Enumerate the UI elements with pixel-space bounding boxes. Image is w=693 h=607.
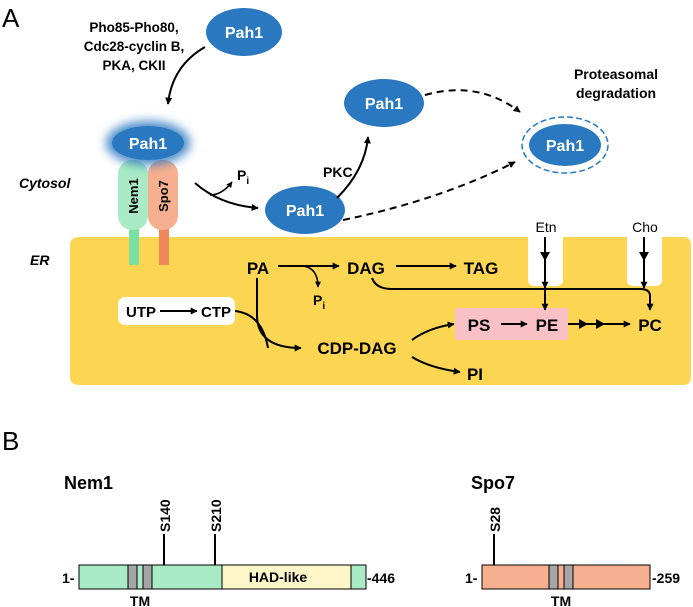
pkc-label: PKC bbox=[323, 164, 353, 180]
spo7-tm-2 bbox=[563, 564, 574, 590]
metabolite-pe: PE bbox=[536, 316, 559, 335]
nem1-tm-2 bbox=[142, 564, 153, 590]
cdp-dag-to-pi-arrow bbox=[411, 356, 461, 375]
pah1-pkc bbox=[344, 79, 424, 127]
nem1-start: 1- bbox=[62, 570, 75, 586]
nem1-had-label: HAD-like bbox=[249, 569, 308, 585]
proteasomal-label-1: Proteasomal bbox=[574, 66, 658, 82]
spo7-site-s28: S28 bbox=[487, 507, 503, 532]
nem1-site-s210: S210 bbox=[208, 499, 224, 532]
pe-to-pc-head-2 bbox=[596, 319, 605, 329]
pah1-phospho bbox=[112, 126, 184, 160]
pah1-cytosolic-label: Pah1 bbox=[225, 25, 263, 42]
pah1-pkc-label: Pah1 bbox=[365, 96, 403, 113]
pa-dag-pi-label: Pi bbox=[313, 292, 325, 312]
degradation-arrow-upper bbox=[424, 89, 521, 113]
kinase-line-1: Pho85-Pho80, bbox=[89, 20, 178, 35]
pkc-arrow bbox=[336, 136, 371, 199]
er-membrane bbox=[70, 237, 691, 385]
phosphorylation-arrow bbox=[165, 46, 206, 105]
nem1-had-domain bbox=[221, 564, 352, 590]
metabolite-pc: PC bbox=[638, 316, 662, 335]
spo7-end: -259 bbox=[652, 570, 680, 586]
nem1-site-s140: S140 bbox=[157, 499, 173, 532]
proteasomal-label-2: degradation bbox=[576, 85, 656, 101]
pah1-degraded-label: Pah1 bbox=[546, 138, 584, 155]
spo7-start: 1- bbox=[465, 570, 478, 586]
nem1-tm-1 bbox=[127, 564, 138, 590]
cytosol-label: Cytosol bbox=[19, 175, 71, 191]
spo7-stem bbox=[159, 203, 169, 265]
pah1-degraded-outline bbox=[521, 116, 609, 174]
metabolite-tag: TAG bbox=[464, 259, 499, 278]
pah1-membrane-label: Pah1 bbox=[286, 203, 324, 220]
cdp-dag-to-ps-arrow bbox=[411, 321, 455, 341]
metabolite-ps: PS bbox=[468, 316, 491, 335]
pah1-membrane bbox=[265, 186, 345, 234]
metabolite-cdp-dag: CDP-DAG bbox=[317, 339, 396, 358]
pe-to-pc-head-1 bbox=[579, 319, 588, 329]
spo7-label: Spo7 bbox=[156, 180, 171, 212]
pi-release-arrow bbox=[209, 181, 233, 196]
spo7-title: Spo7 bbox=[471, 473, 515, 493]
nem1-body bbox=[118, 160, 148, 230]
metabolite-dag: DAG bbox=[347, 259, 385, 278]
degradation-arrow-lower bbox=[342, 161, 516, 221]
pah1-phospho-label: Pah1 bbox=[129, 136, 167, 153]
metabolite-pa: PA bbox=[247, 259, 269, 278]
pah1-cytosolic bbox=[206, 8, 282, 56]
panel-b-label: B bbox=[2, 426, 19, 456]
panel-a-label: A bbox=[2, 3, 20, 33]
nem1-title: Nem1 bbox=[64, 473, 113, 493]
spo7-tm-1 bbox=[548, 564, 559, 590]
nem1-stem bbox=[129, 203, 139, 265]
metabolite-utp: UTP bbox=[126, 304, 156, 321]
metabolite-etn: Etn bbox=[535, 219, 556, 235]
nem1-tm-label: TM bbox=[130, 593, 150, 607]
metabolite-cho: Cho bbox=[632, 219, 658, 235]
metabolite-pi: PI bbox=[467, 365, 483, 384]
ctp-input-arrow bbox=[234, 310, 269, 349]
spo7-tm-label: TM bbox=[551, 593, 571, 607]
nem1-end: -446 bbox=[367, 570, 395, 586]
spo7-body bbox=[148, 160, 178, 230]
dag-to-pe-pc-arrow bbox=[371, 277, 654, 311]
dephosphorylation-arrow bbox=[194, 182, 259, 211]
kinase-line-2: Cdc28-cyclin B, bbox=[84, 39, 185, 54]
pah1-degraded bbox=[529, 124, 601, 166]
cho-input-head bbox=[639, 252, 649, 261]
pa-dag-pi-arrow bbox=[302, 265, 321, 288]
nem1-label: Nem1 bbox=[126, 178, 141, 213]
metabolite-ctp: CTP bbox=[201, 304, 231, 321]
etn-input-head bbox=[540, 252, 550, 261]
er-label: ER bbox=[30, 252, 50, 268]
kinase-line-3: PKA, CKII bbox=[102, 58, 165, 73]
pi-release-label: Pi bbox=[237, 167, 249, 187]
